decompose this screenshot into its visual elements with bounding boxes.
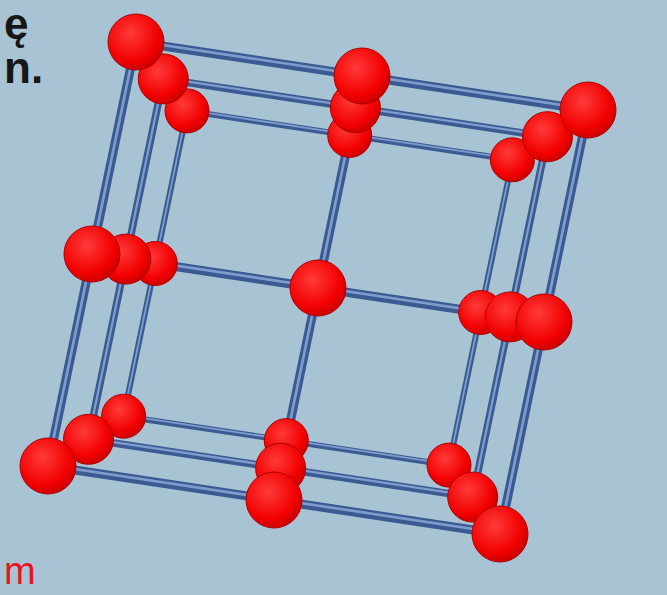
lattice-bond (124, 264, 156, 417)
bond-highlight (355, 107, 547, 136)
lattice-bond (126, 79, 163, 259)
lattice-atom (108, 14, 164, 70)
lattice-bond (473, 317, 510, 497)
lattice-atom (472, 506, 528, 562)
lattice-bond (124, 416, 287, 440)
slide-text-fragment: m (4, 552, 36, 590)
bond-highlight (89, 438, 281, 467)
lattice-bond (449, 313, 481, 466)
slide-text-fragment: ę (4, 2, 28, 46)
lattice-bond (187, 111, 350, 135)
lattice-atom (560, 82, 616, 138)
lattice-atom (64, 226, 120, 282)
bond-highlight (350, 134, 513, 158)
bond-highlight (48, 465, 274, 499)
lattice-bond (481, 160, 513, 313)
slide-text-fragment: n. (4, 46, 43, 90)
lattice-atom (246, 472, 302, 528)
bond-highlight (92, 41, 136, 253)
lattice-bond (89, 439, 281, 468)
lattice-bond (355, 108, 547, 137)
lattice-bonds (48, 41, 588, 534)
lattice-bond (48, 466, 274, 500)
bond-highlight (286, 440, 449, 465)
lattice-atom (516, 294, 572, 350)
bond-highlight (473, 316, 510, 496)
bond-highlight (124, 415, 287, 439)
bond-highlight (362, 75, 588, 109)
lattice-atom (20, 438, 76, 494)
bond-highlight (126, 78, 163, 258)
lattice-atoms (20, 14, 616, 562)
lattice-bond (286, 441, 449, 466)
lattice-bond (92, 42, 136, 254)
bond-highlight (500, 321, 544, 533)
lattice-atom (290, 260, 346, 316)
lattice-bond (350, 135, 513, 159)
lattice-bond (155, 111, 187, 264)
lattice-bond (500, 322, 544, 534)
lattice-bond (362, 76, 588, 110)
lattice-atom (334, 48, 390, 104)
bond-highlight (187, 110, 350, 134)
